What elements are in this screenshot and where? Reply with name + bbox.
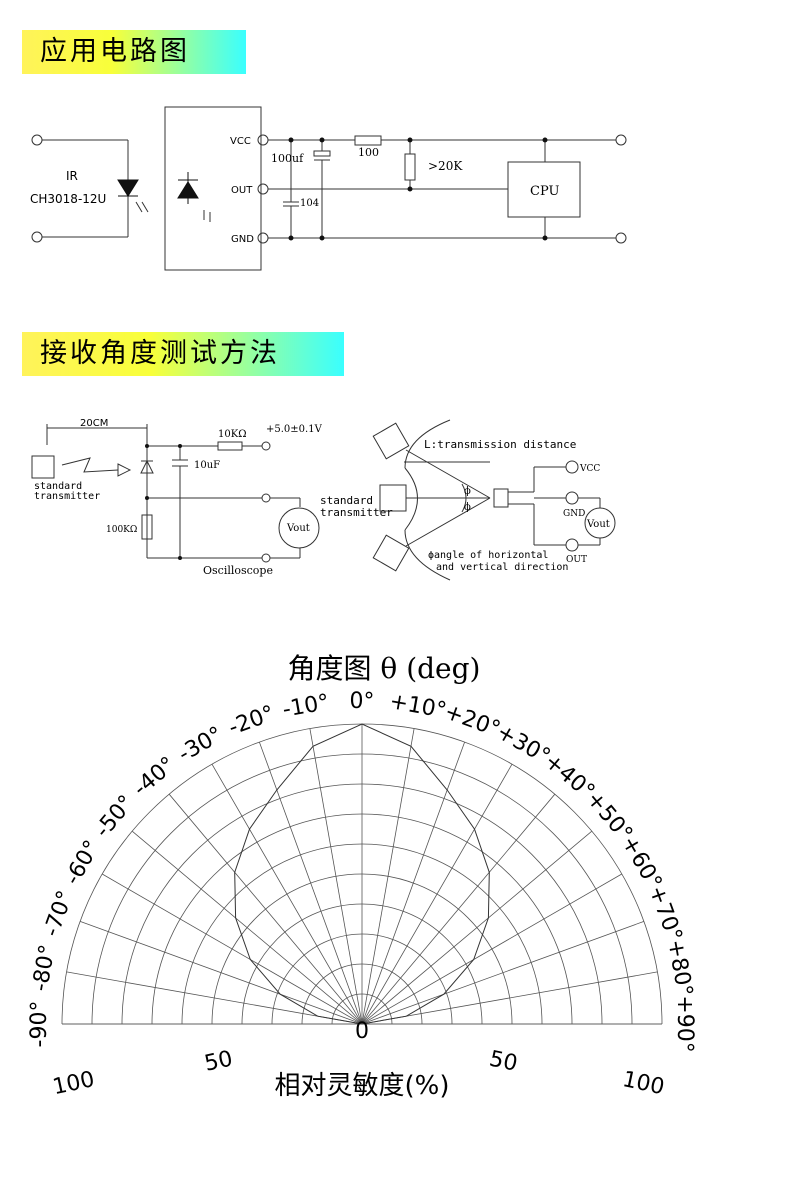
oscilloscope-label: Oscilloscope — [203, 564, 273, 577]
grid-spoke — [101, 873, 363, 1025]
radial-label: 0 — [355, 1019, 369, 1044]
pullup-label: >20K — [428, 159, 463, 173]
angle-label: -30° — [174, 722, 227, 767]
sensitivity-series — [234, 723, 490, 1025]
radial-label: 100 — [620, 1067, 666, 1100]
gnd-label: GND — [231, 234, 254, 245]
grid-spoke — [361, 830, 593, 1025]
angle-label: -60° — [60, 836, 105, 889]
pin-out-terminal — [257, 183, 269, 195]
polar-grid — [61, 723, 663, 1025]
gnd-terminal — [565, 491, 579, 505]
grid-spoke — [211, 763, 363, 1025]
application-circuit-diagram: IR CH3018-12U VCC OUT GND 100uf 100 104 … — [30, 106, 627, 271]
transmitter-upper — [372, 422, 410, 460]
transmitter-label-line1: standard — [34, 481, 82, 492]
section-title-application-circuit: 应用电路图 — [22, 30, 246, 74]
cpu-box — [507, 161, 581, 218]
pin-gnd-terminal — [257, 232, 269, 244]
resistor-100k-label: 100KΩ — [106, 525, 137, 535]
resistor-100-label: 100 — [358, 146, 379, 159]
phi-lower-label: ϕ — [464, 502, 471, 513]
angle-label: -10° — [281, 690, 332, 723]
radial-label: 50 — [487, 1047, 520, 1077]
test-circuit-diagram: 20CM standard transmitter 10KΩ +5.0±0.1V… — [31, 418, 323, 577]
cpu-label: CPU — [530, 184, 559, 199]
resistor-pullup — [404, 153, 416, 181]
pin-out-label: OUT — [566, 555, 587, 565]
transmitter-lower — [372, 534, 410, 572]
angle-label: +90° — [672, 995, 697, 1052]
cap-10uf-label: 10uF — [194, 460, 220, 471]
resistor-100 — [354, 135, 382, 146]
grid-spoke — [361, 728, 415, 1025]
angle-label: +70° — [643, 882, 686, 945]
angle-description-line1: ϕangle of horizontal — [428, 550, 548, 561]
pin-vcc-label: VCC — [579, 464, 600, 474]
transmitter-box — [31, 455, 55, 479]
radial-label: 50 — [202, 1047, 235, 1077]
out-terminal — [565, 538, 579, 552]
transmission-distance-label: L:transmission distance — [424, 438, 576, 451]
transmitter-label-line2: transmitter — [34, 491, 100, 502]
grid-spoke — [361, 763, 513, 1025]
resistor-10k-label: 10KΩ — [218, 429, 247, 440]
grid-spoke — [79, 921, 363, 1025]
angle-transmitter-line1: standard — [320, 494, 373, 507]
angle-label: -90° — [27, 1001, 52, 1048]
vcc-label: VCC — [230, 136, 251, 147]
angle-labels: -90° -80°-70°-60°-50°-40°-30°-20°-10° 0° +1… — [27, 689, 697, 1053]
pin-gnd-label: GND — [563, 509, 585, 519]
angle-description-line2: and vertical direction — [436, 562, 568, 573]
cap-104-label: 104 — [300, 198, 319, 209]
vcc-terminal — [565, 460, 579, 474]
grid-spoke — [168, 793, 363, 1025]
angle-setup-diagram: L:transmission distance standard transmi… — [320, 419, 616, 581]
ir-led-icon — [117, 179, 139, 197]
terminal-right-top — [615, 134, 627, 146]
angle-label: 0° — [350, 689, 375, 714]
cap-100uf-label: 100uf — [271, 152, 304, 165]
vout-meter — [278, 507, 320, 549]
angle-label: -70° — [39, 887, 79, 940]
angle-label: -80° — [28, 943, 61, 994]
chart-title: 角度图 θ (deg) — [288, 652, 481, 685]
grid-spoke — [66, 971, 363, 1025]
section-title-angle-test-method: 接收角度测试方法 — [22, 332, 344, 376]
angle-label: +80° — [662, 938, 697, 999]
sensitivity-curve — [234, 723, 490, 1025]
grid-spoke — [361, 873, 623, 1025]
polar-angle-chart: 角度图 θ (deg) -90° -80°-70°-60°-50°-40°-30°… — [27, 652, 697, 1101]
vout-label-angle: Vout — [586, 519, 610, 530]
part-number-label: CH3018-12U — [30, 192, 106, 206]
grid-spoke — [361, 741, 465, 1025]
terminal-right-bottom — [615, 232, 627, 244]
angle-label: -40° — [129, 752, 181, 801]
receiver-under-test — [493, 488, 509, 508]
grid-spoke — [361, 971, 658, 1025]
supply-label: +5.0±0.1V — [266, 424, 323, 435]
grid-spoke — [259, 741, 363, 1025]
grid-spoke — [131, 830, 363, 1025]
grid-spoke — [361, 921, 645, 1025]
terminal-left-top — [31, 134, 43, 146]
angle-label: -50° — [90, 791, 139, 843]
supply-terminal — [261, 441, 271, 451]
angle-transmitter-line2: transmitter — [320, 506, 393, 519]
grid-spoke — [361, 793, 556, 1025]
distance-20cm-label: 20CM — [80, 418, 108, 429]
angle-label: -20° — [225, 701, 278, 741]
phi-upper-label: ϕ — [464, 486, 471, 497]
radial-label: 100 — [51, 1067, 97, 1100]
receiver-module-box — [164, 106, 262, 271]
ir-label: IR — [66, 169, 78, 183]
x-axis-label: 相对灵敏度(%) — [275, 1071, 450, 1101]
grid-spoke — [309, 728, 363, 1025]
terminal-left-bottom — [31, 231, 43, 243]
out-label: OUT — [231, 185, 253, 196]
vout-label: Vout — [286, 523, 310, 534]
pin-vcc-terminal — [257, 134, 269, 146]
angle-label: +10° — [388, 689, 449, 724]
